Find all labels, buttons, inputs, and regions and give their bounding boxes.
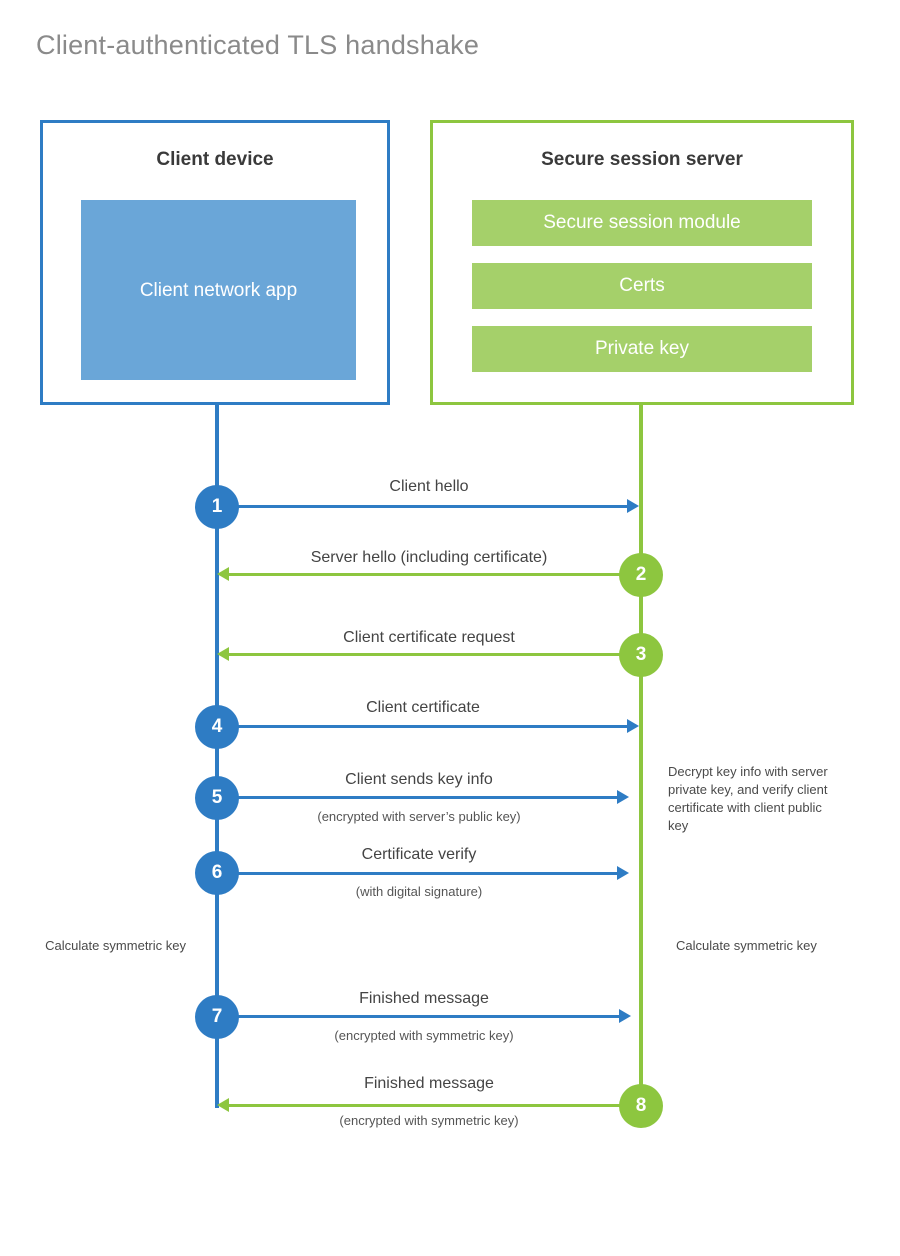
step-7-arrow-head [619, 1009, 631, 1023]
step-3-marker[interactable]: 3 [619, 633, 663, 677]
step-4-marker[interactable]: 4 [195, 705, 239, 749]
step-5-arrow-line [217, 796, 619, 799]
secure-session-server-box: Secure session server Secure session mod… [430, 120, 854, 405]
step-8-label: Finished message [364, 1075, 494, 1092]
step-7-marker[interactable]: 7 [195, 995, 239, 1039]
step-6-label: Certificate verify [361, 846, 477, 863]
client-device-box: Client device Client network app [40, 120, 390, 405]
step-3-arrow-head [217, 647, 229, 661]
secure-session-server-title: Secure session server [541, 149, 743, 170]
step-1-arrow-head [627, 499, 639, 513]
step-2-arrow-line [229, 573, 641, 576]
step-2-arrow-head [217, 567, 229, 581]
page-title: Client-authenticated TLS handshake [36, 30, 480, 60]
step-3-arrow-line [229, 653, 641, 656]
client-calculate-symmetric-key-note: Calculate symmetric key [45, 938, 186, 953]
step-6-marker[interactable]: 6 [195, 851, 239, 895]
step-8-marker[interactable]: 8 [619, 1084, 663, 1128]
client-device-title: Client device [156, 149, 274, 170]
server-component-private-key: Private key [472, 326, 812, 372]
step-8-arrow-line [229, 1104, 641, 1107]
step-1-arrow-line [217, 505, 629, 508]
step-5-marker[interactable]: 5 [195, 776, 239, 820]
step-2-label: Server hello (including certificate) [310, 549, 548, 566]
client-network-app-block: Client network app [81, 200, 356, 380]
step-4-arrow-head [627, 719, 639, 733]
client-lifeline [215, 403, 219, 1108]
step-1-label: Client hello [389, 478, 469, 495]
step-5-label: Client sends key info [345, 771, 493, 788]
step-2-marker[interactable]: 2 [619, 553, 663, 597]
step-6-arrow-head [617, 866, 629, 880]
step-7-label: Finished message [359, 990, 489, 1007]
step-4-label: Client certificate [366, 699, 480, 716]
step-7-sublabel: (encrypted with symmetric key) [334, 1028, 514, 1043]
step-3-label: Client certificate request [343, 629, 515, 646]
step-7-arrow-line [217, 1015, 621, 1018]
step-6-arrow-line [217, 872, 619, 875]
server-decrypt-note: Decrypt key info with server private key… [668, 764, 828, 833]
server-component-certs: Certs [472, 263, 812, 309]
step-8-arrow-head [217, 1098, 229, 1112]
server-component-secure-session-module: Secure session module [472, 200, 812, 246]
step-4-arrow-line [217, 725, 629, 728]
step-8-sublabel: (encrypted with symmetric key) [339, 1113, 519, 1128]
step-5-arrow-head [617, 790, 629, 804]
step-5-sublabel: (encrypted with server’s public key) [317, 809, 521, 824]
step-6-sublabel: (with digital signature) [355, 884, 483, 899]
step-1-marker[interactable]: 1 [195, 485, 239, 529]
server-lifeline [639, 403, 643, 1106]
server-calculate-symmetric-key-note: Calculate symmetric key [676, 938, 817, 953]
